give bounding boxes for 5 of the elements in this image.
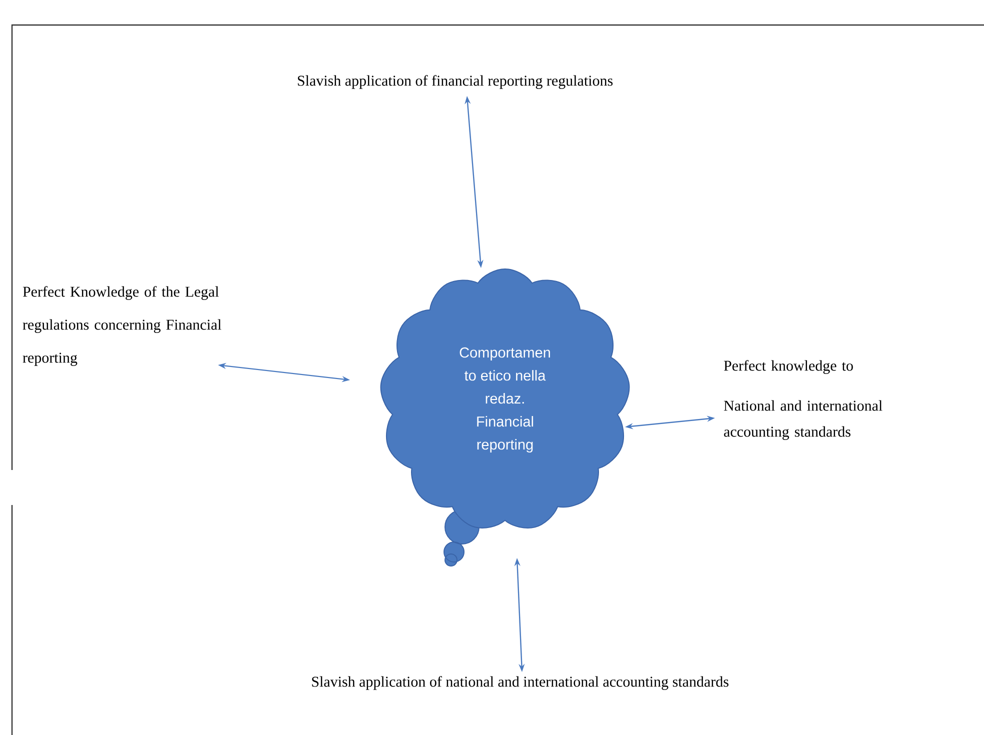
text-label: Perfect Knowledge of the Legal regulations concerning Financial reporting [22, 286, 222, 366]
thought-cloud: Comportamen to etico nella redaz. Financial reporting [380, 268, 630, 528]
text-label: Slavish application of financial reporting regulations [298, 75, 613, 89]
text-label: Perfect knowledge to National and international accounting standards [724, 360, 882, 440]
text-label: Slavish application of national and international accounting standards [312, 676, 728, 690]
